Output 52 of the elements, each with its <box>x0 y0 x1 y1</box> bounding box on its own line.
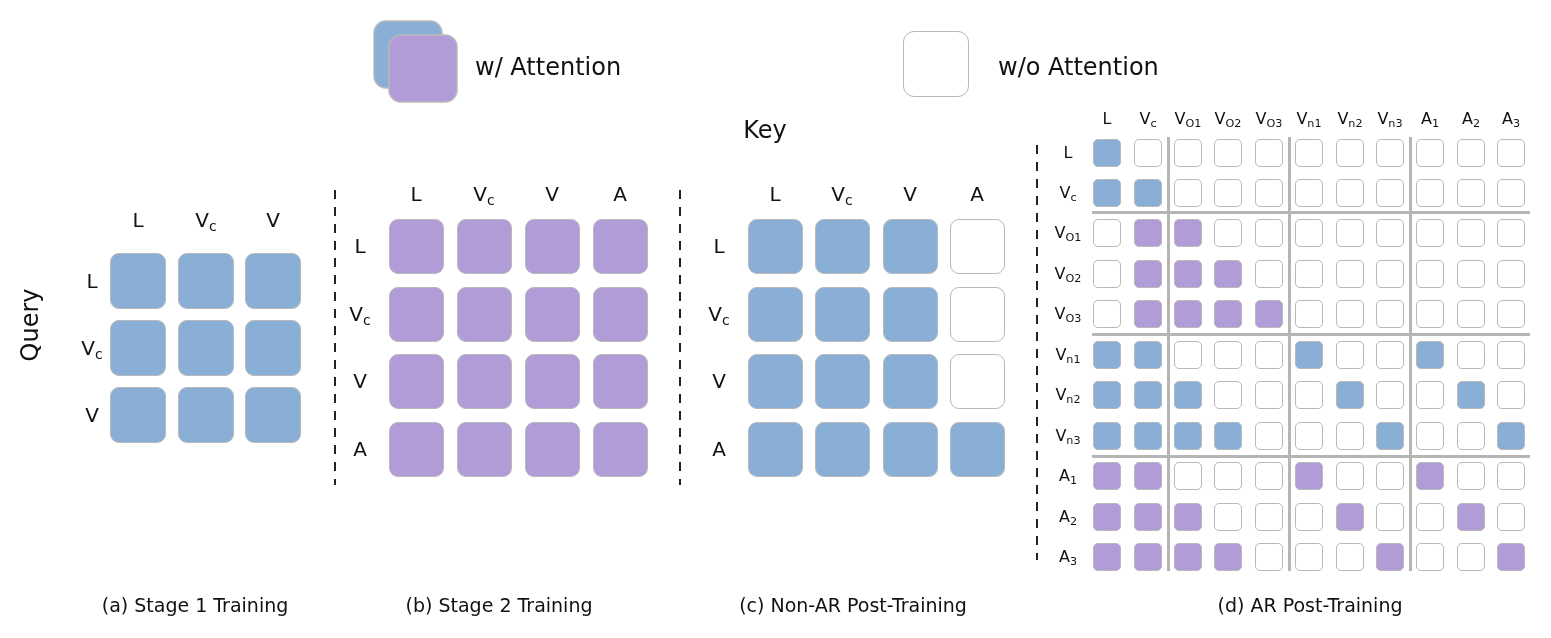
column-label: V$_{c}$ <box>1139 110 1157 128</box>
row-label: V <box>353 370 367 392</box>
panel-caption: (d) AR Post-Training <box>1217 594 1403 616</box>
column-label: A$_{2}$ <box>1461 110 1481 128</box>
legend-label: w/ Attention <box>475 53 622 81</box>
row-label: L <box>354 235 366 257</box>
row-label: V$_{O2}$ <box>1054 265 1082 283</box>
axis-title: Key <box>743 116 787 144</box>
column-label: V$_{c}$ <box>195 209 217 231</box>
column-label: V$_{O2}$ <box>1214 110 1242 128</box>
column-label: V$_{O1}$ <box>1174 110 1202 128</box>
row-label: V$_{c}$ <box>1059 184 1077 202</box>
row-label: V$_{c}$ <box>708 303 730 325</box>
column-label: A <box>970 183 984 205</box>
axis-title: Query <box>16 288 44 362</box>
column-label: V$_{n3}$ <box>1377 110 1403 128</box>
row-label: A$_{1}$ <box>1058 467 1078 485</box>
column-label: L <box>769 183 781 205</box>
column-label: V$_{c}$ <box>831 183 853 205</box>
column-label: V <box>903 183 917 205</box>
row-label: L <box>713 235 725 257</box>
row-label: V <box>712 370 726 392</box>
row-label: V$_{n2}$ <box>1055 386 1081 404</box>
row-label: V$_{n1}$ <box>1055 346 1081 364</box>
panel-caption: (c) Non-AR Post-Training <box>739 594 967 616</box>
row-label: V$_{n3}$ <box>1055 427 1081 445</box>
column-label: V <box>545 183 559 205</box>
row-label: A <box>353 438 367 460</box>
column-label: V$_{n2}$ <box>1337 110 1363 128</box>
column-label: V$_{c}$ <box>473 183 495 205</box>
row-label: V <box>85 404 99 426</box>
column-label: A$_{3}$ <box>1501 110 1521 128</box>
column-label: V <box>266 209 280 231</box>
panel-caption: (a) Stage 1 Training <box>101 594 289 616</box>
column-label: L <box>132 209 144 231</box>
row-label: A$_{3}$ <box>1058 548 1078 566</box>
column-label: L <box>1102 110 1112 128</box>
row-label: L <box>86 270 98 292</box>
row-label: L <box>1063 144 1073 162</box>
row-label: A <box>712 438 726 460</box>
row-label: V$_{O3}$ <box>1054 305 1082 323</box>
row-label: V$_{O1}$ <box>1054 224 1082 242</box>
row-label: V$_{c}$ <box>81 337 103 359</box>
row-label: V$_{c}$ <box>349 303 371 325</box>
panel-caption: (b) Stage 2 Training <box>405 594 593 616</box>
column-label: A$_{1}$ <box>1420 110 1440 128</box>
legend-label: w/o Attention <box>998 53 1159 81</box>
row-label: A$_{2}$ <box>1058 508 1078 526</box>
column-label: V$_{O3}$ <box>1255 110 1283 128</box>
column-label: V$_{n1}$ <box>1296 110 1322 128</box>
column-label: A <box>613 183 627 205</box>
column-label: L <box>410 183 422 205</box>
